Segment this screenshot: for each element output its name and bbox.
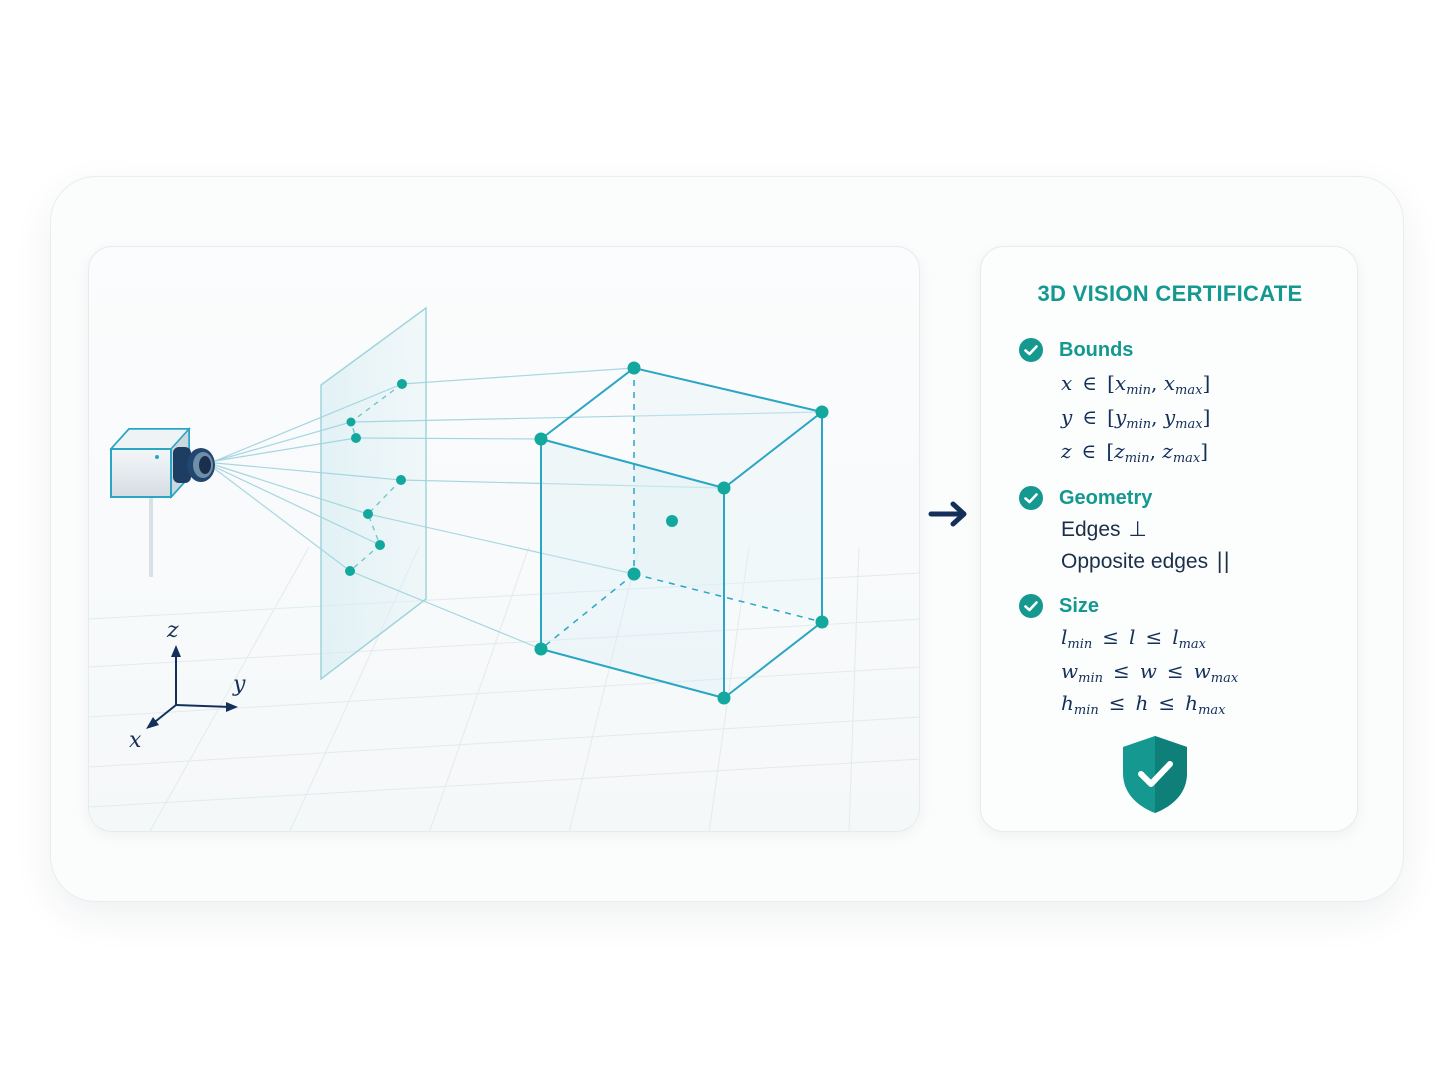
cube-hidden-edges <box>540 368 823 650</box>
section-bounds: Bounds <box>1019 337 1133 363</box>
cube-vertices <box>534 361 829 705</box>
shield-check-icon <box>1119 733 1191 815</box>
certificate-title: 3D VISION CERTIFICATE <box>1037 281 1303 306</box>
axis-label-y: y <box>232 672 246 697</box>
section-geometry: Geometry <box>1019 485 1152 511</box>
geometry-opposite-parallel: Opposite edges|| <box>1061 549 1231 573</box>
geometry-edges-perpendicular: Edges⊥ <box>1061 517 1147 541</box>
scene-panel: z y x <box>88 246 920 832</box>
section-label-bounds: Bounds <box>1059 338 1134 361</box>
axis-label-z: z <box>166 618 179 643</box>
arrow-right-icon <box>926 494 974 534</box>
section-size: Size <box>1019 593 1099 619</box>
size-length-formula: lmin≤l≤lmax <box>1061 625 1207 652</box>
bound-z-formula: z∈[zmin, zmax] <box>1061 439 1209 466</box>
image-plane <box>320 306 427 681</box>
bound-x-formula: x∈[xmin, xmax] <box>1061 371 1211 398</box>
check-circle-icon <box>1019 594 1043 618</box>
axis-triad <box>146 645 238 729</box>
projection-rays <box>214 367 823 650</box>
certificate-panel: 3D VISION CERTIFICATE Bounds x∈[xmin, xm… <box>980 246 1358 832</box>
scene-diagram: z y x <box>89 306 919 831</box>
size-height-formula: hmin≤h≤hmax <box>1061 691 1226 718</box>
camera-icon <box>109 427 215 577</box>
bound-y-formula: y∈[ymin, ymax] <box>1061 405 1211 432</box>
image-points <box>345 379 407 576</box>
check-circle-icon <box>1019 486 1043 510</box>
section-label-size: Size <box>1059 594 1100 617</box>
axis-label-x: x <box>129 728 142 753</box>
size-width-formula: wmin≤w≤wmax <box>1061 659 1239 686</box>
cube-edges <box>540 366 825 699</box>
section-label-geometry: Geometry <box>1059 486 1153 509</box>
check-circle-icon <box>1019 338 1043 362</box>
cube-face-back <box>634 368 822 622</box>
